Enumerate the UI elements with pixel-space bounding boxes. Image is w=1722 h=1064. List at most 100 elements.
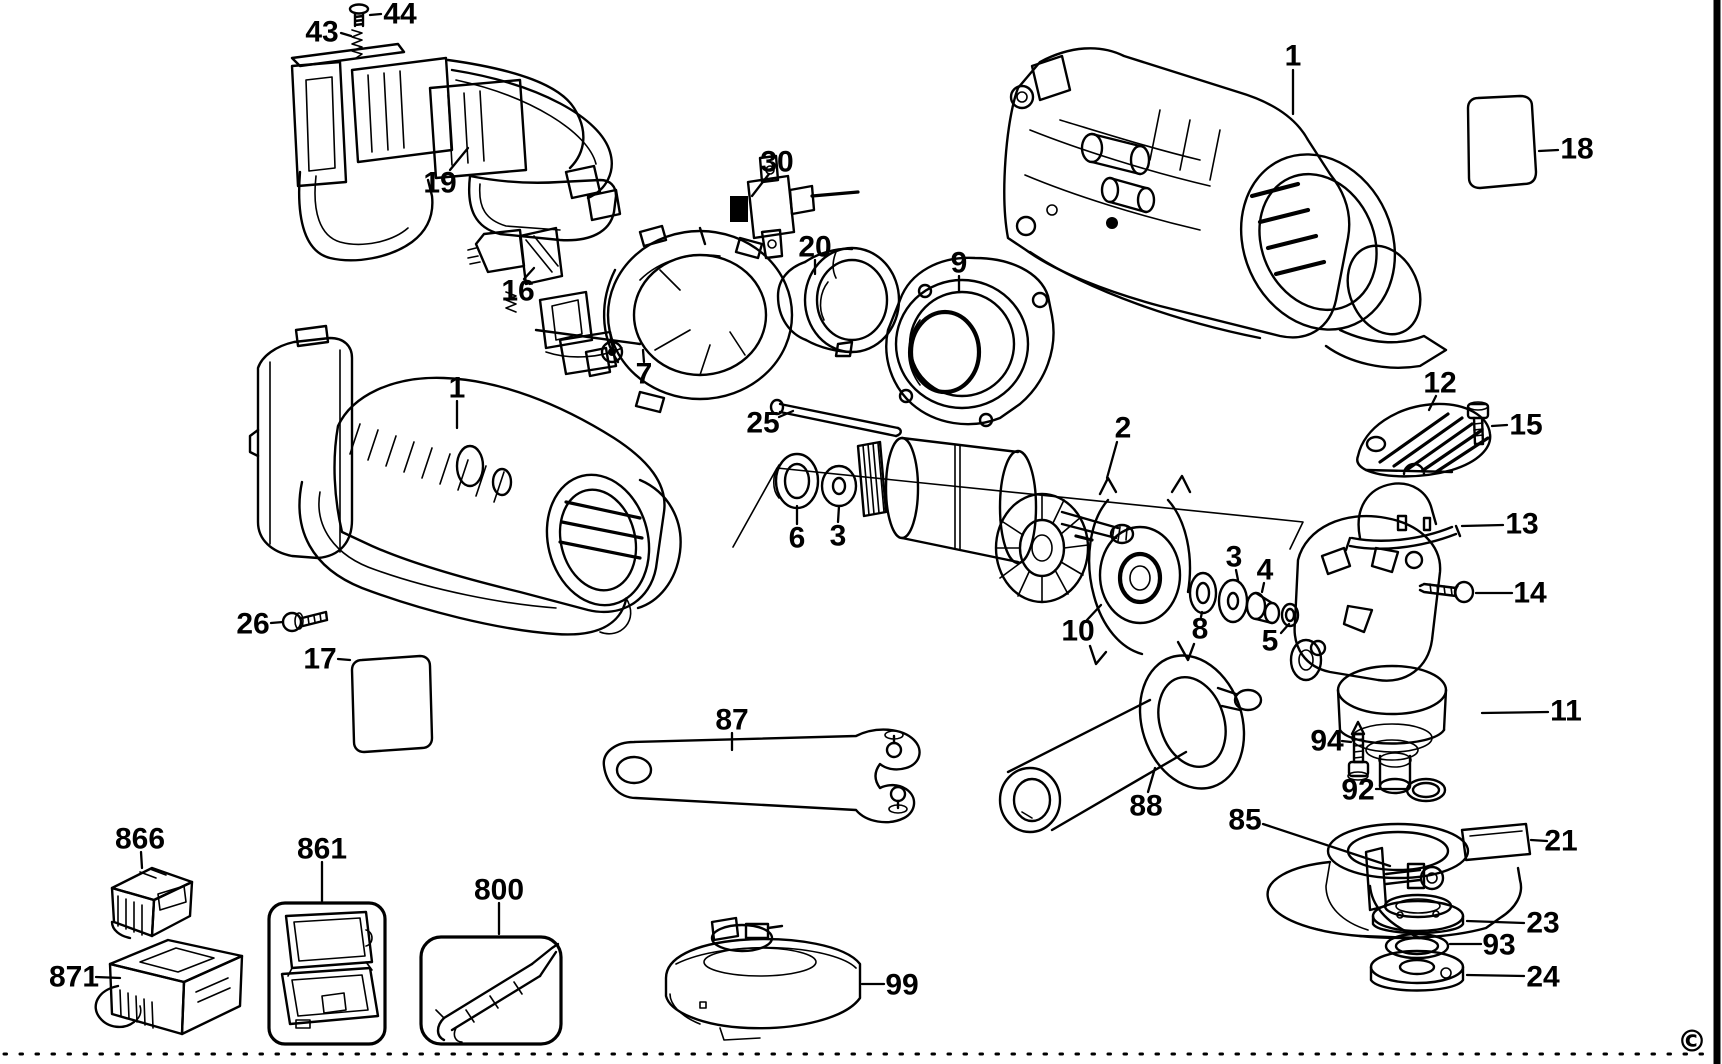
motor-housing-7-drawing xyxy=(584,224,794,414)
part-label-800: 800 xyxy=(474,874,524,936)
part-number-43: 43 xyxy=(305,16,338,49)
part-number-20: 20 xyxy=(798,231,831,264)
part-label-861: 861 xyxy=(297,833,347,903)
part-number-3: 3 xyxy=(830,520,847,553)
part-number-11: 11 xyxy=(1550,695,1582,728)
part-label-8: 8 xyxy=(1192,610,1209,646)
charger-871-drawing xyxy=(94,938,244,1036)
leader-line-19 xyxy=(448,146,470,172)
part-number-4: 4 xyxy=(1257,554,1274,587)
part-number-21: 21 xyxy=(1544,825,1577,858)
part-label-2: 2 xyxy=(1105,412,1131,480)
part-label-88: 88 xyxy=(1129,766,1163,823)
screw-26-drawing xyxy=(281,610,329,633)
part-label-17: 17 xyxy=(303,643,352,676)
gearcase-11-drawing xyxy=(1289,514,1448,795)
part-label-15: 15 xyxy=(1490,409,1543,442)
screw-94-drawing xyxy=(1347,720,1370,781)
part-label-1: 1 xyxy=(1285,40,1302,116)
leader-line-15 xyxy=(1490,423,1509,428)
part-number-92: 92 xyxy=(1341,774,1374,807)
leader-line-88 xyxy=(1146,766,1157,794)
part-label-866: 866 xyxy=(115,823,165,870)
side-handle-88-drawing xyxy=(998,654,1263,834)
ring-93-drawing xyxy=(1384,932,1450,960)
leader-line-18 xyxy=(1537,148,1560,153)
part-label-30: 30 xyxy=(750,146,794,198)
part-label-24: 24 xyxy=(1465,961,1560,994)
part-number-1: 1 xyxy=(1285,40,1302,73)
part-label-93: 93 xyxy=(1448,929,1516,962)
part-number-25: 25 xyxy=(746,407,779,440)
part-number-8: 8 xyxy=(1192,613,1209,646)
leader-line-17 xyxy=(336,657,352,662)
part-number-93: 93 xyxy=(1482,929,1515,962)
part-number-94: 94 xyxy=(1310,725,1344,758)
part-label-19: 19 xyxy=(423,146,470,200)
housing-left-1-drawing xyxy=(248,324,682,636)
part-number-19: 19 xyxy=(423,167,456,200)
part-label-871: 871 xyxy=(49,961,122,994)
leader-line-30 xyxy=(750,172,771,198)
screw-44-drawing xyxy=(348,3,370,28)
leader-line-3 xyxy=(1234,568,1240,582)
part-number-1: 1 xyxy=(449,372,466,405)
part-number-16: 16 xyxy=(501,275,534,308)
part-number-18: 18 xyxy=(1560,133,1593,166)
part-label-43: 43 xyxy=(305,16,353,49)
screw-14-drawing xyxy=(1418,580,1475,604)
part-label-11: 11 xyxy=(1480,695,1582,728)
copyright-symbol: © xyxy=(1677,1025,1707,1060)
label-sticker-18-drawing xyxy=(1466,94,1538,190)
part-label-3: 3 xyxy=(830,504,847,553)
leader-line-24 xyxy=(1465,973,1526,978)
part-label-44: 44 xyxy=(368,0,417,31)
connector-16-drawing xyxy=(467,226,564,286)
leader-line-25 xyxy=(777,409,795,419)
brush-plate-30-drawing xyxy=(730,154,860,260)
housing-right-1-drawing xyxy=(1003,47,1448,369)
leader-line-26 xyxy=(269,620,285,625)
pin-25-drawing xyxy=(769,398,902,438)
leader-line-7 xyxy=(641,348,646,364)
leader-line-13 xyxy=(1460,523,1505,528)
leader-line-12 xyxy=(1427,394,1438,412)
part-number-866: 866 xyxy=(115,823,165,856)
wrench-87-drawing xyxy=(602,728,921,824)
part-number-800: 800 xyxy=(474,874,524,907)
leader-line-5 xyxy=(1279,622,1291,635)
clamp-nut-24-drawing xyxy=(1369,949,1465,992)
part-label-25: 25 xyxy=(746,407,795,440)
part-number-24: 24 xyxy=(1526,961,1560,994)
part-label-23: 23 xyxy=(1465,907,1560,940)
guard-spring-13-drawing xyxy=(1344,482,1462,552)
leader-line-44 xyxy=(368,12,383,17)
washer-3-drawing xyxy=(820,464,858,508)
part-number-12: 12 xyxy=(1423,367,1456,400)
cover-12-drawing xyxy=(1356,402,1492,478)
part-label-12: 12 xyxy=(1423,367,1457,412)
leader-line-23 xyxy=(1465,919,1526,925)
part-label-3: 3 xyxy=(1226,541,1242,582)
leader-line-11 xyxy=(1480,710,1550,715)
part-label-1: 1 xyxy=(449,372,466,430)
part-number-14: 14 xyxy=(1513,577,1547,610)
part-number-85: 85 xyxy=(1228,804,1261,837)
leader-line-85 xyxy=(1261,822,1392,868)
battery-866-drawing xyxy=(110,866,194,940)
leader-line-8 xyxy=(1199,610,1204,619)
part-label-87: 87 xyxy=(715,704,749,752)
kit-box-861-drawing xyxy=(267,901,387,1046)
part-number-87: 87 xyxy=(715,704,748,737)
part-label-26: 26 xyxy=(236,608,285,641)
grease-tool-800-drawing xyxy=(419,935,563,1046)
part-label-92: 92 xyxy=(1341,774,1408,807)
part-number-5: 5 xyxy=(1262,625,1279,658)
part-number-23: 23 xyxy=(1526,907,1559,940)
part-number-6: 6 xyxy=(789,522,806,555)
part-label-10: 10 xyxy=(1061,603,1103,648)
washer-8-drawing xyxy=(1188,571,1218,615)
